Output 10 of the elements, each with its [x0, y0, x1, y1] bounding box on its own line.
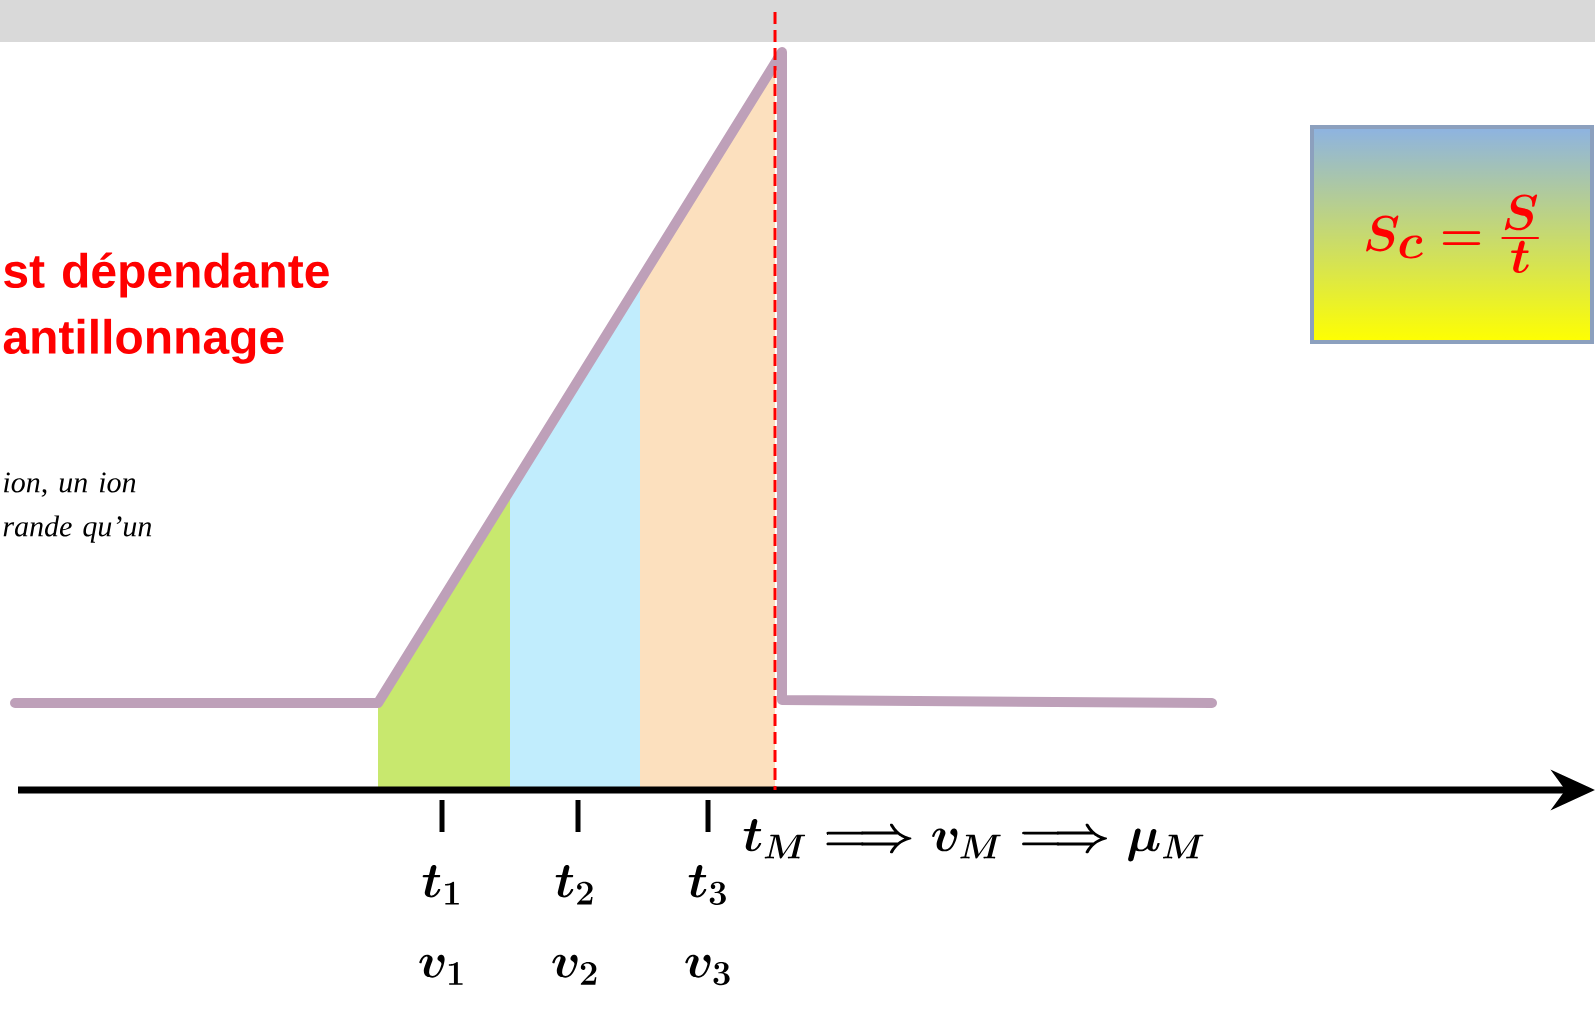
time-label: $t_3$	[688, 865, 726, 905]
speed-label: $v_3$	[685, 954, 730, 986]
time-label: $t_1$	[422, 865, 459, 905]
formula-text: $t_M \Longrightarrow v_M \Longrightarrow \mu_M$	[743, 818, 1204, 862]
time-label: $t_2$	[555, 865, 593, 905]
speed-label: $v_1$	[419, 954, 463, 985]
heading-text: st dépendante antillonnage	[3, 252, 329, 364]
speed-label: $v_2$	[552, 954, 597, 985]
formula-box: $S_c = \frac{S}{t}$	[1310, 125, 1594, 344]
note-text: ion, un ion rande qu’un	[3, 472, 152, 543]
